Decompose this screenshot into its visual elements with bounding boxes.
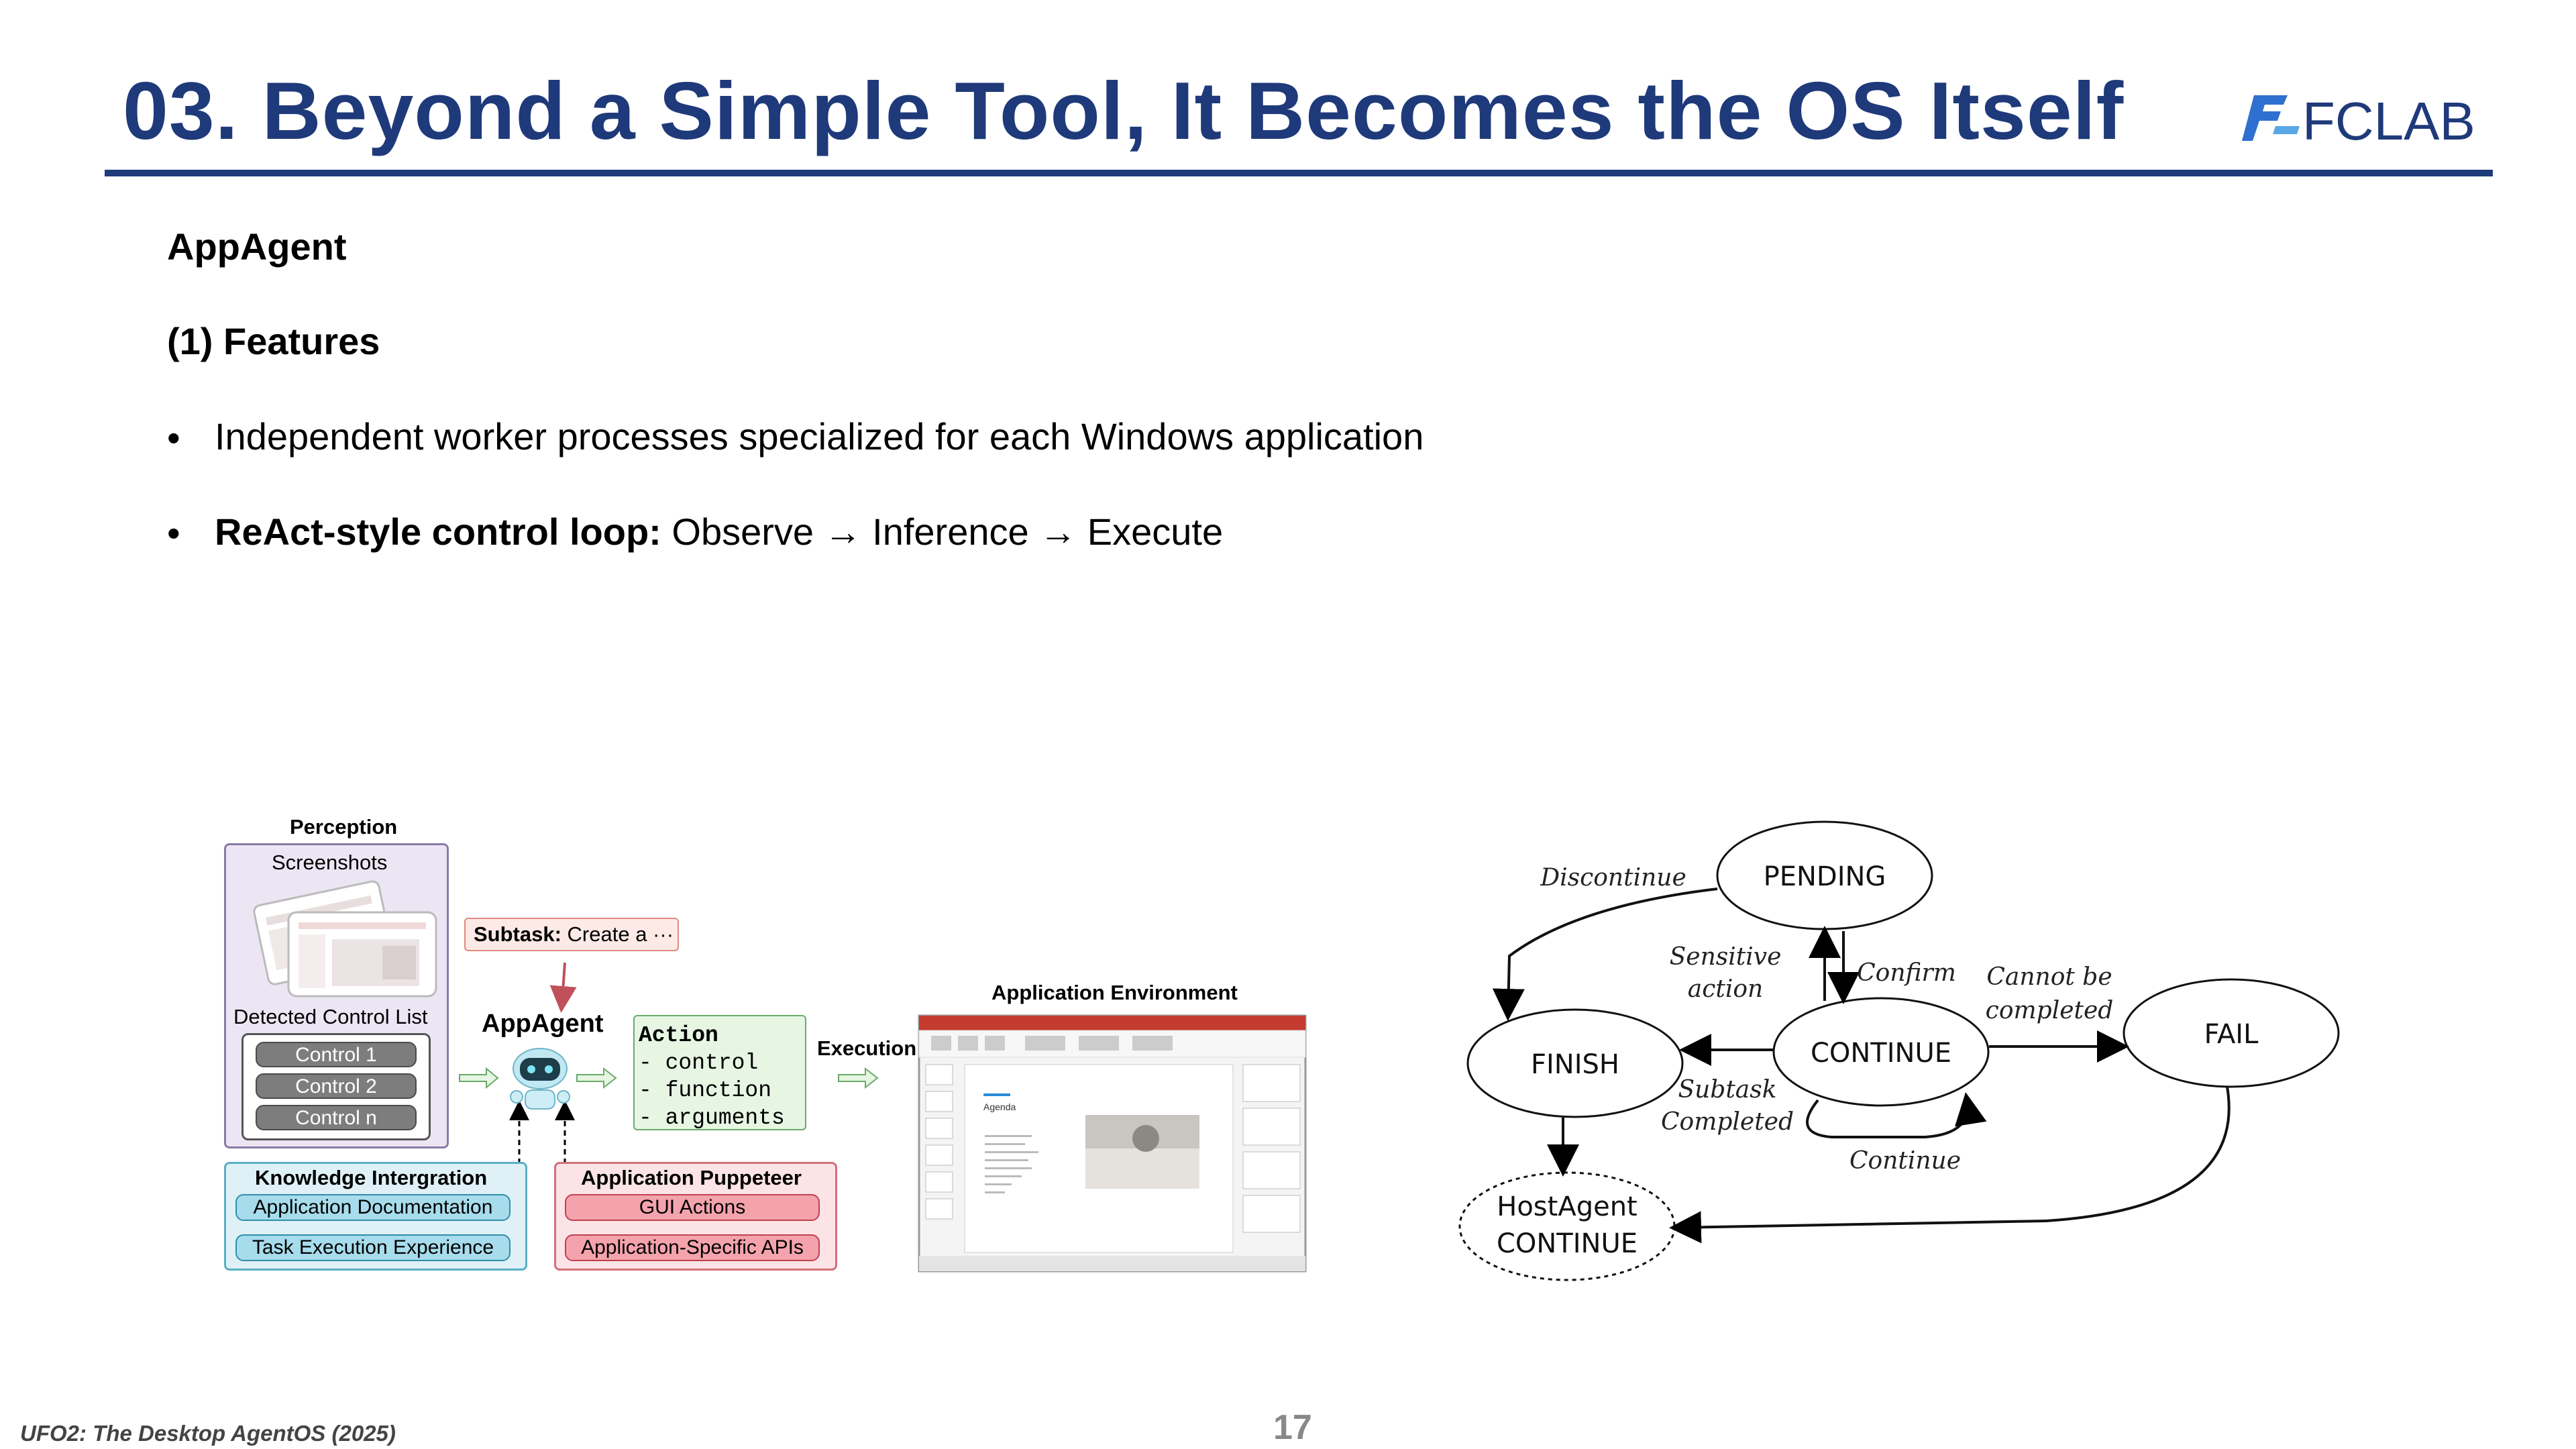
action-line: - control [639, 1051, 759, 1075]
action-box: Action - control - function - arguments [633, 1015, 806, 1130]
action-line: - arguments [639, 1106, 785, 1130]
knowledge-title: Knowledge Intergration [255, 1166, 488, 1189]
appagent-label: AppAgent [482, 1010, 604, 1038]
perception-title: Perception [290, 815, 398, 839]
state-host-label-2: CONTINUE [1497, 1228, 1638, 1259]
subtask-text: Create a ··· [561, 922, 674, 946]
edge-label-cannot-1: Cannot be [1986, 963, 2112, 991]
puppeteer-item: GUI Actions [565, 1194, 820, 1221]
action-line: - function [639, 1078, 772, 1103]
control-item: Control 2 [256, 1073, 417, 1099]
section-heading: AppAgent [167, 225, 347, 268]
slide-title: 03. Beyond a Simple Tool, It Becomes the… [123, 65, 2125, 156]
edge-label-cannot-2: completed [1986, 997, 2114, 1024]
subtask-box: Subtask: Create a ··· [464, 918, 679, 951]
bullet-dot: • [167, 417, 180, 459]
application-environment-screenshot: Agenda [918, 1014, 1307, 1273]
subtask-bold: Subtask: [474, 922, 561, 946]
bullet-2: ReAct-style control loop: Observe → Infe… [215, 510, 1223, 553]
edge-label-continue: Continue [1849, 1147, 1961, 1175]
puppeteer-title: Application Puppeteer [581, 1166, 802, 1189]
appagent-state-machine: PENDING CONTINUE FINISH FAIL HostAgent C… [1458, 820, 2340, 1281]
state-continue-label: CONTINUE [1811, 1038, 1951, 1069]
env-slide-title: Agenda [983, 1102, 1016, 1112]
state-fail-label: FAIL [2204, 1019, 2259, 1050]
state-host-continue [1458, 1171, 1676, 1281]
control-item: Control n [256, 1105, 417, 1130]
fclab-logo-mark-icon [2242, 95, 2300, 141]
knowledge-item: Application Documentation [235, 1194, 511, 1221]
bullet-1: Independent worker processes specialized… [215, 415, 1424, 458]
title-underline [105, 170, 2493, 176]
bullet-2-text: Observe → Inference → Execute [661, 511, 1224, 553]
edge-label-discontinue: Discontinue [1540, 864, 1686, 892]
edge-label-confirm: Confirm [1857, 959, 1956, 987]
fclab-logo: FCLAB [2242, 91, 2475, 148]
state-host-label-1: HostAgent [1497, 1191, 1637, 1222]
state-finish-label: FINISH [1531, 1049, 1619, 1080]
env-title: Application Environment [991, 981, 1238, 1004]
detected-control-list-label: Detected Control List [233, 1005, 428, 1028]
bullet-dot: • [167, 512, 180, 554]
logo-text: FCLAB [2302, 91, 2475, 148]
page-number: 17 [1273, 1408, 1312, 1447]
edge-label-subtask-2: Completed [1661, 1108, 1794, 1136]
edge-label-sensitive-1: Sensitive [1670, 943, 1782, 971]
state-pending-label: PENDING [1764, 861, 1886, 892]
screenshots-label: Screenshots [272, 851, 388, 874]
puppeteer-item: Application-Specific APIs [565, 1234, 820, 1261]
edge-label-subtask-1: Subtask [1678, 1076, 1776, 1104]
state-continue [1772, 997, 1990, 1107]
bullet-1-text: Independent worker processes specialized… [215, 415, 1424, 458]
edge-label-sensitive-2: action [1688, 975, 1763, 1003]
knowledge-item: Task Execution Experience [235, 1234, 511, 1261]
execution-label: Execution [817, 1036, 917, 1060]
robot-icon [510, 1048, 570, 1110]
bullet-2-bold: ReAct-style control loop: [215, 511, 661, 553]
action-title: Action [639, 1023, 718, 1048]
control-item: Control 1 [256, 1042, 417, 1067]
screenshots-thumbnail-icon [253, 880, 437, 998]
architecture-arrows [459, 962, 879, 1164]
subsection-heading: (1) Features [167, 320, 380, 362]
footer-citation: UFO2: The Desktop AgentOS (2025) [20, 1421, 396, 1446]
